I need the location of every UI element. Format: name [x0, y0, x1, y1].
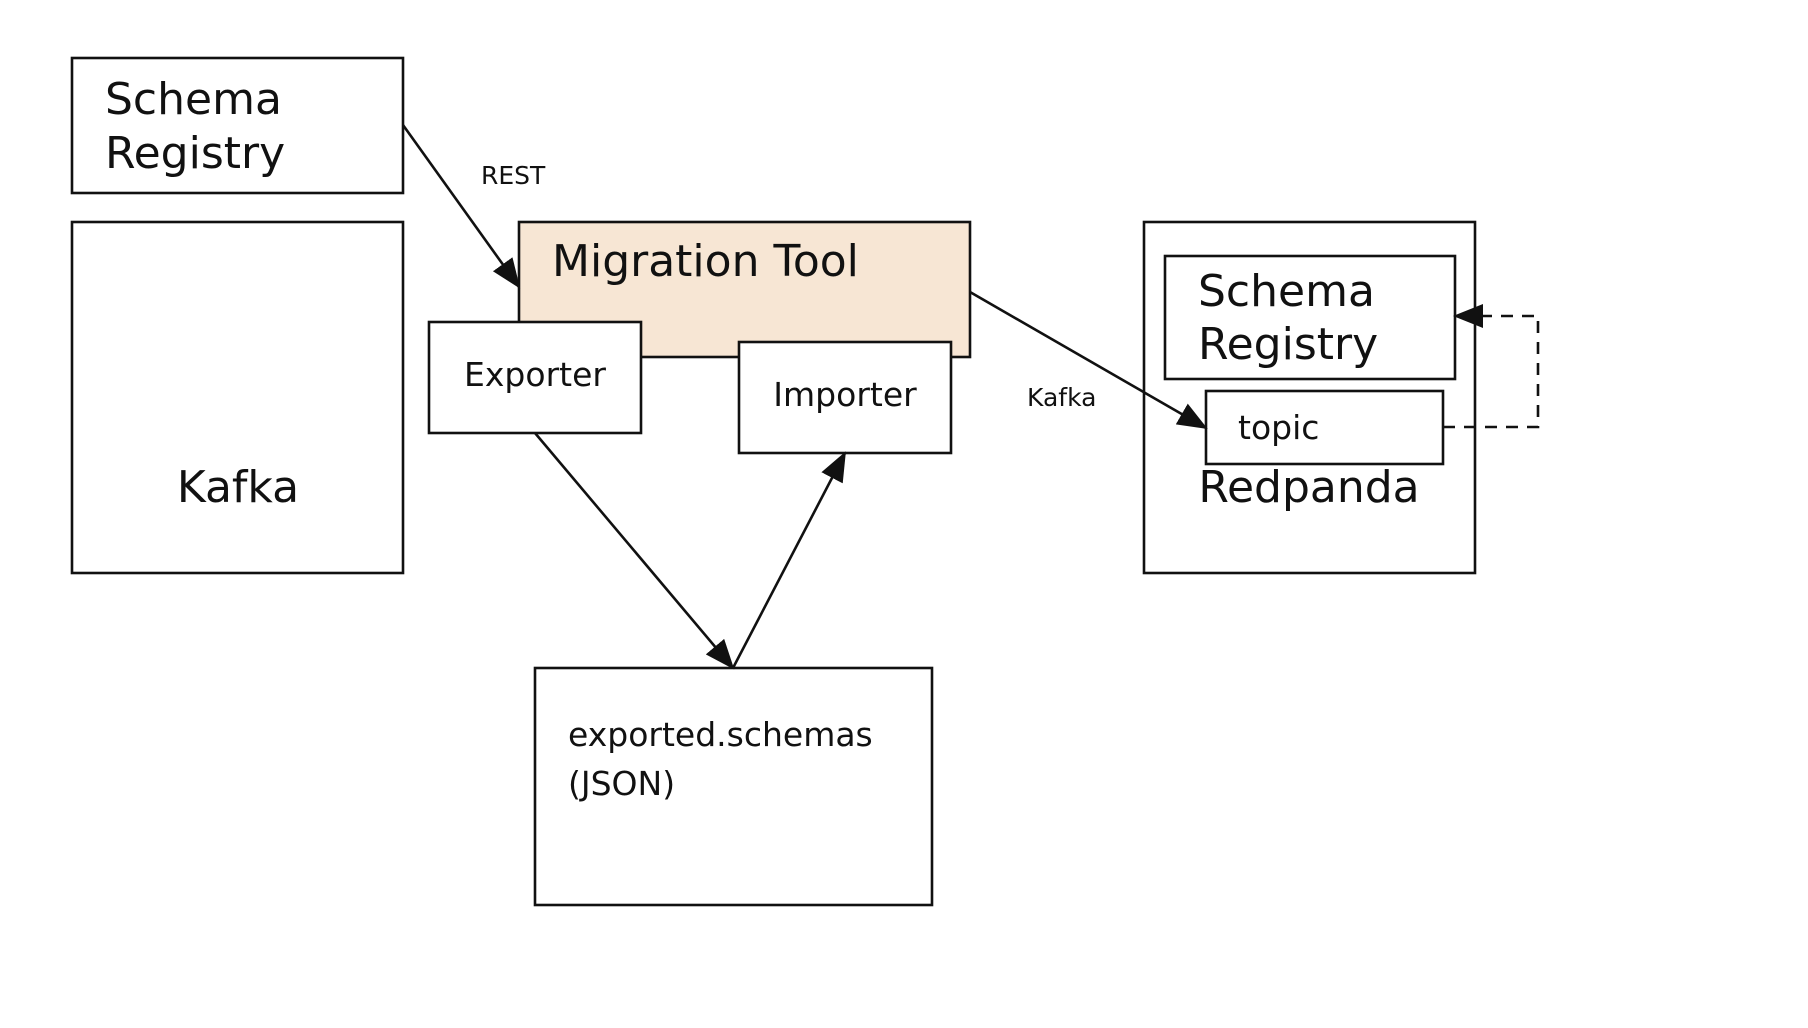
kafka-schema-registry-box: Schema Registry	[70, 56, 405, 195]
kafka-arrow	[969, 290, 1208, 430]
exporter-label: Exporter	[464, 355, 606, 394]
kafka-schema-registry-line-2: Registry	[105, 128, 285, 179]
rest-arrow	[401, 124, 521, 289]
kafka-schema-registry-line-1: Schema	[105, 74, 282, 125]
kafka-box: Kafka	[70, 220, 405, 575]
kafka-edge-label: Kafka	[1027, 383, 1096, 412]
topic-label: topic	[1238, 408, 1319, 447]
file-to-importer-arrow	[731, 451, 847, 669]
migration-tool-label: Migration Tool	[552, 236, 859, 287]
kafka-label: Kafka	[177, 462, 299, 513]
rest-edge-label: REST	[481, 161, 546, 190]
redpanda-schema-registry-line-2: Registry	[1198, 319, 1378, 370]
exported-schemas-line-1: exported.schemas	[568, 715, 873, 754]
redpanda-label: Redpanda	[1198, 462, 1419, 513]
topic-to-registry-dashed-arrow	[1443, 304, 1540, 429]
exported-schemas-box: exported.schemas (JSON)	[533, 666, 934, 907]
exporter-box: Exporter	[427, 320, 643, 435]
importer-label: Importer	[773, 375, 917, 414]
importer-box: Importer	[737, 340, 953, 455]
redpanda-schema-registry-box: Schema Registry	[1163, 254, 1457, 381]
exporter-to-file-arrow	[534, 432, 735, 670]
redpanda-schema-registry-line-1: Schema	[1198, 266, 1375, 317]
exported-schemas-line-2: (JSON)	[568, 764, 675, 803]
topic-box: topic	[1204, 389, 1445, 466]
